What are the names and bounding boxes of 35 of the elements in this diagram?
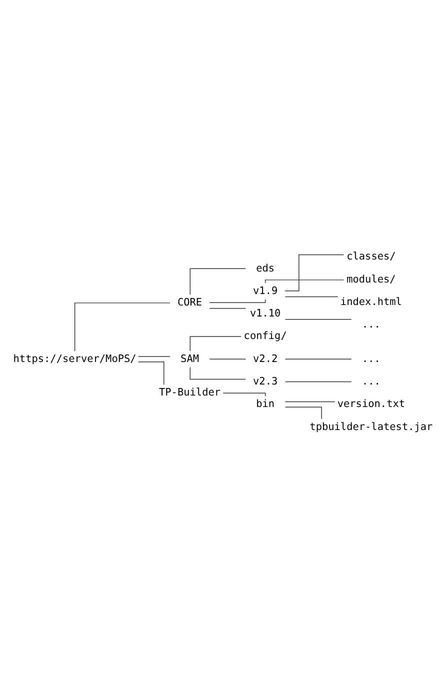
node-text: v2.2 [253, 353, 278, 364]
connector [209, 298, 266, 302]
connector [74, 302, 170, 351]
connector [209, 358, 246, 360]
connector [284, 400, 336, 402]
node-text: bin [256, 398, 275, 410]
connector [284, 254, 344, 291]
connector [284, 380, 352, 382]
node-text: ... [362, 319, 380, 330]
node-text: https://server/MoPS/ [13, 353, 136, 364]
node-text: ... [362, 376, 380, 387]
connector [138, 360, 164, 384]
connector [190, 366, 246, 380]
connector [190, 268, 246, 294]
node-text: SAM [180, 353, 200, 364]
node-text: TP-Builder [159, 386, 221, 398]
node-text: config/ [244, 330, 287, 342]
connector [190, 336, 242, 351]
node-text: classes/ [346, 251, 396, 262]
node-text: tpbuilder-latest.jar [310, 421, 433, 432]
node-text: modules/ [346, 274, 396, 285]
node-text: v2.3 [253, 376, 278, 387]
node-text: index.html [340, 296, 402, 308]
connector [284, 358, 352, 360]
connector [222, 392, 266, 396]
connector [284, 296, 338, 297]
node-text: ... [362, 353, 380, 364]
node-text: eds [256, 262, 275, 274]
node-text: v1.10 [250, 308, 281, 320]
node-text: version.txt [337, 398, 406, 410]
connector [284, 406, 322, 419]
node-text: CORE [177, 297, 202, 308]
node-text: v1.9 [253, 285, 278, 296]
connector [284, 318, 352, 320]
connector [264, 279, 344, 283]
